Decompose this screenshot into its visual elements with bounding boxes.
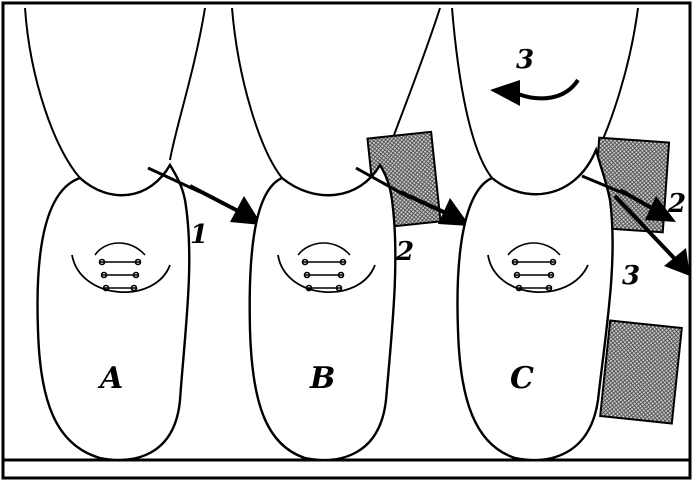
panel-a: 1 A	[25, 8, 262, 460]
rotation-arrow-c	[518, 80, 578, 98]
block-c-lower	[600, 320, 682, 423]
step-label-a: 1	[190, 220, 208, 250]
shoe-b	[250, 165, 396, 460]
panel-label-a: A	[97, 361, 123, 396]
panel-label-b: B	[309, 361, 335, 396]
shoe-a	[37, 165, 189, 460]
step-label-b: 2	[395, 237, 414, 267]
step-label-c-3: 3	[622, 261, 640, 291]
panel-c: 3 2 3 C	[452, 8, 690, 460]
arrow-a-shaft	[190, 186, 240, 212]
shoe-c	[457, 150, 612, 460]
step-label-c-2: 2	[667, 189, 686, 219]
panel-label-c: C	[510, 361, 534, 396]
rotation-step-label-c: 3	[516, 45, 534, 75]
rotation-arrow-c-head	[490, 80, 520, 106]
panel-b: 2 B	[232, 8, 470, 460]
leg-a	[25, 8, 205, 178]
